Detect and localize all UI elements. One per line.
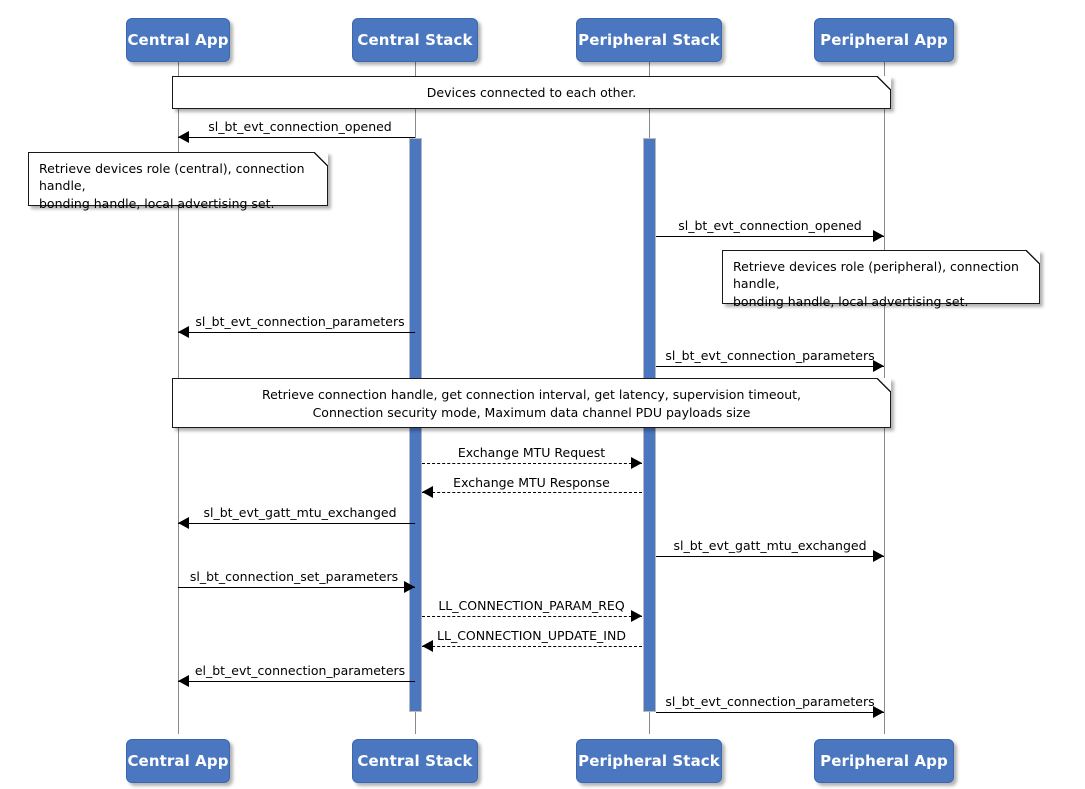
message-label-connection-set-parameters: sl_bt_connection_set_parameters xyxy=(189,569,399,584)
message-line-connection-parameters-peripheral-2 xyxy=(656,712,884,713)
participant-label: Peripheral App xyxy=(820,31,948,49)
note-text: Devices connected to each other. xyxy=(426,85,637,101)
note-line-2: bonding handle, local advertising set. xyxy=(733,293,969,309)
message-label-gatt-mtu-exchanged-central: sl_bt_evt_gatt_mtu_exchanged xyxy=(203,505,397,520)
message-line-gatt-mtu-exchanged-peripheral xyxy=(656,556,884,557)
participant-central-app-top[interactable]: Central App xyxy=(126,18,230,62)
arrowhead-left-icon xyxy=(422,640,433,652)
message-line-ll-connection-param-req xyxy=(422,616,642,617)
arrowhead-right-icon xyxy=(873,706,884,718)
participant-label: Central Stack xyxy=(357,31,473,49)
message-line-exchange-mtu-response xyxy=(422,492,642,493)
message-label-exchange-mtu-request: Exchange MTU Request xyxy=(457,445,606,460)
message-line-connection-parameters-peripheral-1 xyxy=(656,366,884,367)
message-label-connection-opened-central: sl_bt_evt_connection_opened xyxy=(208,119,392,134)
arrowhead-right-icon xyxy=(404,581,415,593)
message-line-gatt-mtu-exchanged-central xyxy=(178,523,415,524)
message-label-connection-parameters-peripheral-2: sl_bt_evt_connection_parameters xyxy=(665,694,875,709)
note-line-2: bonding handle, local advertising set. xyxy=(39,195,275,211)
note-devices-connected: Devices connected to each other. xyxy=(172,76,891,109)
arrowhead-right-icon xyxy=(631,457,642,469)
arrowhead-left-icon xyxy=(422,486,433,498)
message-label-connection-opened-peripheral: sl_bt_evt_connection_opened xyxy=(678,218,862,233)
message-label-exchange-mtu-response: Exchange MTU Response xyxy=(453,475,610,490)
participant-label: Central App xyxy=(127,31,229,49)
note-fold-corner-icon xyxy=(314,152,328,166)
participant-central-stack-top[interactable]: Central Stack xyxy=(352,18,478,62)
message-label-connection-parameters-central-2: el_bt_evt_connection_parameters xyxy=(194,663,406,678)
arrowhead-right-icon xyxy=(873,230,884,242)
participant-peripheral-stack-bottom[interactable]: Peripheral Stack xyxy=(576,739,722,783)
message-line-connection-opened-central xyxy=(178,137,415,138)
arrowhead-left-icon xyxy=(178,131,189,143)
participant-central-app-bottom[interactable]: Central App xyxy=(126,739,230,783)
note-fold-corner-icon xyxy=(877,378,891,392)
note-fold-corner-icon xyxy=(1026,250,1040,264)
note-line-1: Retrieve connection handle, get connecti… xyxy=(261,387,802,403)
note-retrieve-central: Retrieve devices role (central), connect… xyxy=(28,152,328,211)
note-retrieve-connection: Retrieve connection handle, get connecti… xyxy=(172,378,891,428)
note-line-1: Retrieve devices role (peripheral), conn… xyxy=(733,259,1019,292)
arrowhead-right-icon xyxy=(873,550,884,562)
participant-peripheral-stack-top[interactable]: Peripheral Stack xyxy=(576,18,722,62)
participant-central-stack-bottom[interactable]: Central Stack xyxy=(352,739,478,783)
arrowhead-right-icon xyxy=(873,360,884,372)
note-retrieve-peripheral: Retrieve devices role (peripheral), conn… xyxy=(722,250,1040,309)
message-label-ll-connection-param-req: LL_CONNECTION_PARAM_REQ xyxy=(438,598,625,613)
participant-label: Central Stack xyxy=(357,752,473,770)
participant-label: Peripheral App xyxy=(820,752,948,770)
arrowhead-left-icon xyxy=(178,517,189,529)
participant-peripheral-app-top[interactable]: Peripheral App xyxy=(814,18,954,62)
note-fold-corner-icon xyxy=(877,76,891,90)
message-line-connection-parameters-central-1 xyxy=(178,332,415,333)
message-line-connection-set-parameters xyxy=(178,587,415,588)
message-label-gatt-mtu-exchanged-peripheral: sl_bt_evt_gatt_mtu_exchanged xyxy=(673,538,867,553)
participant-peripheral-app-bottom[interactable]: Peripheral App xyxy=(814,739,954,783)
message-line-ll-connection-update-ind xyxy=(422,646,642,647)
participant-label: Central App xyxy=(127,752,229,770)
note-line-1: Retrieve devices role (central), connect… xyxy=(39,161,305,194)
message-label-connection-parameters-central-1: sl_bt_evt_connection_parameters xyxy=(195,314,405,329)
message-label-connection-parameters-peripheral-1: sl_bt_evt_connection_parameters xyxy=(665,348,875,363)
participant-label: Peripheral Stack xyxy=(578,752,720,770)
arrowhead-left-icon xyxy=(178,326,189,338)
message-line-connection-opened-peripheral xyxy=(656,236,884,237)
message-line-exchange-mtu-request xyxy=(422,463,642,464)
message-label-ll-connection-update-ind: LL_CONNECTION_UPDATE_IND xyxy=(437,628,626,643)
arrowhead-right-icon xyxy=(631,610,642,622)
arrowhead-left-icon xyxy=(178,675,189,687)
participant-label: Peripheral Stack xyxy=(578,31,720,49)
note-line-2: Connection security mode, Maximum data c… xyxy=(312,404,751,420)
message-line-connection-parameters-central-2 xyxy=(178,681,415,682)
